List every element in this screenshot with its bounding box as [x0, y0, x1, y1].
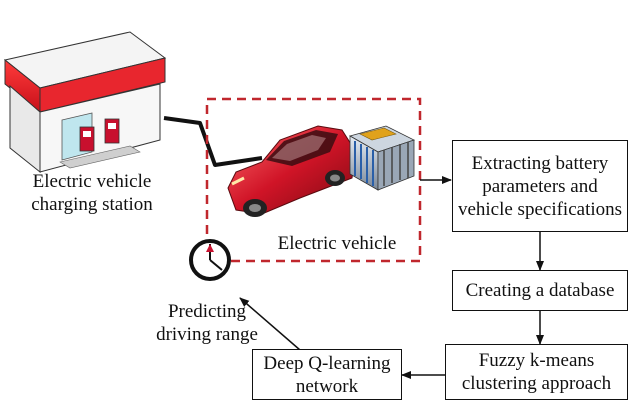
electric-vehicle-label: Electric vehicle: [277, 233, 397, 254]
step-extract-battery-parameters: Extracting battery parameters and vehicl…: [452, 140, 628, 232]
battery-pack-icon: [348, 125, 416, 191]
step-create-database: Creating a database: [452, 270, 628, 311]
driving-range-gauge-icon: [189, 239, 231, 281]
step-deep-q-learning: Deep Q-learning network: [252, 349, 402, 400]
predicting-driving-range-label: Predicting driving range: [156, 301, 258, 345]
charging-cable: [163, 116, 263, 167]
charging-station-icon: [3, 31, 167, 174]
arrow-dqn-to-prediction: [239, 297, 301, 351]
step-fuzzy-k-means: Fuzzy k-means clustering approach: [445, 344, 628, 400]
electric-car-icon: [227, 125, 357, 217]
charging-station-label: Electric vehicle charging station: [31, 171, 153, 215]
